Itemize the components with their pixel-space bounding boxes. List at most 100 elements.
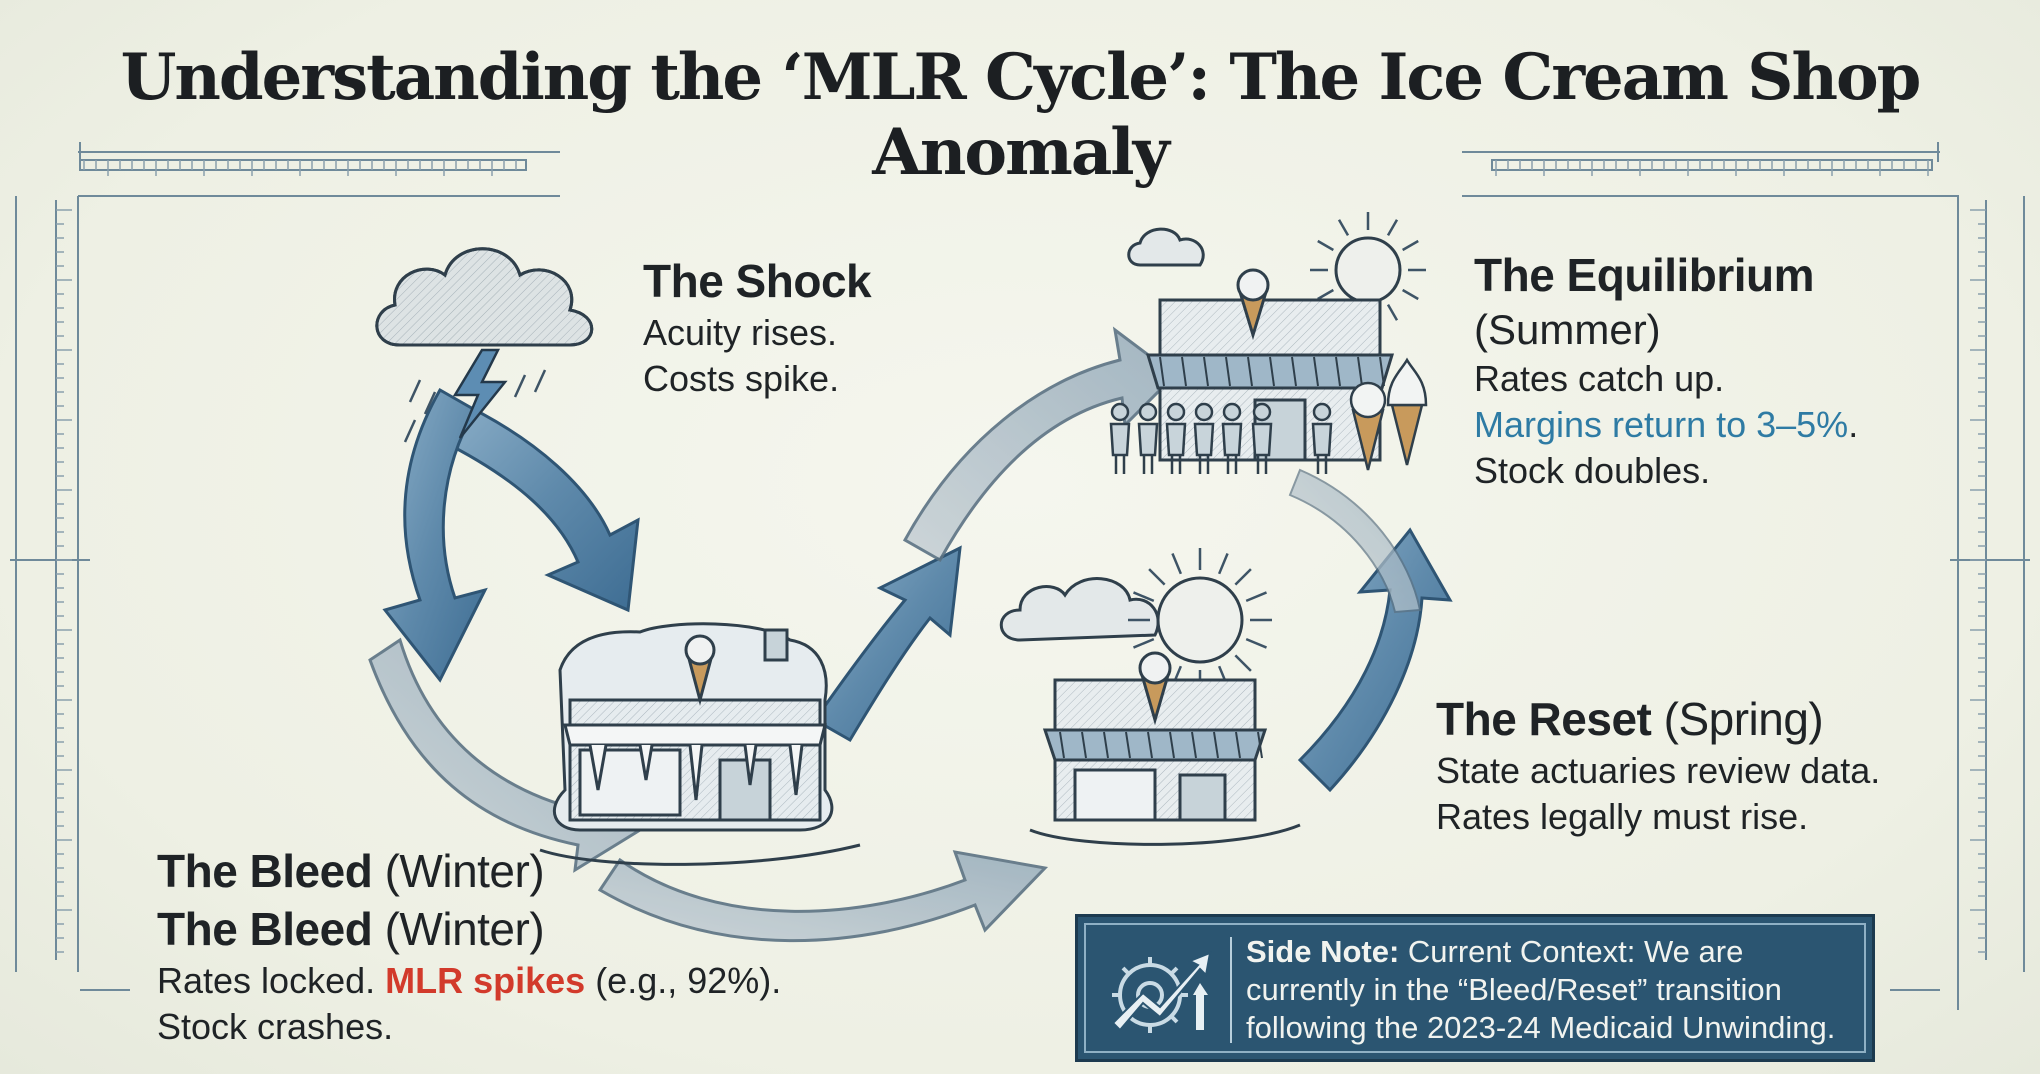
spring-shop-icon — [999, 548, 1301, 846]
side-note-body: Current Context: We are currently in the… — [1246, 934, 1836, 1045]
shock-arrow — [438, 397, 640, 613]
sun-ray — [1317, 288, 1334, 301]
sun-ray — [1245, 637, 1267, 649]
sun-ray — [1386, 219, 1399, 236]
side-note-box: Side Note: Current Context: We are curre… — [1075, 914, 1875, 1062]
sun-ray — [1133, 637, 1155, 649]
bleed-heading-row: The Bleed (Winter) — [157, 842, 781, 900]
reset-line-1: State actuaries review data. — [1436, 750, 1881, 791]
bleed-season: (Winter) — [384, 845, 545, 897]
person — [1193, 402, 1215, 474]
summer-shop-icon — [1127, 212, 1426, 462]
sun-ray — [1133, 591, 1155, 603]
sun-ray — [1217, 553, 1229, 575]
recovery-arrow — [812, 545, 962, 743]
shock-text: The Shock Acuity rises. Costs spike. — [643, 252, 872, 402]
awning-stripe — [1213, 731, 1219, 759]
sun-ray — [1402, 288, 1419, 301]
equilibrium-line-2-end: . — [1848, 404, 1859, 445]
bleed-season-repeat: (Winter) — [384, 903, 545, 955]
ice-cream-cone-icon — [1349, 357, 1428, 471]
sun-ray — [1171, 553, 1183, 575]
reset-transition-arrow — [597, 850, 1049, 943]
awning-stripe — [1235, 731, 1241, 759]
mlr-spikes-highlight: MLR spikes — [385, 960, 586, 1001]
bleed-heading-repeat: The Bleed — [157, 903, 373, 955]
awning-stripe — [1357, 356, 1363, 387]
awning-stripe — [1247, 356, 1253, 387]
sun-ray — [1337, 219, 1350, 236]
summer-transition-arrow — [902, 326, 1178, 563]
gear-growth-arrow-icon — [1111, 951, 1212, 1033]
return-arrow — [1288, 468, 1422, 614]
person — [1251, 402, 1273, 474]
reset-heading: The Reset — [1436, 693, 1652, 745]
people-queue-icon — [1109, 402, 1333, 474]
sun-ray — [1245, 591, 1267, 603]
bleed-line-2: Stock crashes. — [157, 1006, 394, 1047]
reset-text: The Reset (Spring) State actuaries revie… — [1436, 690, 1880, 840]
awning-stripe — [1125, 731, 1131, 759]
awning-stripe — [1191, 731, 1197, 759]
reset-line-2: Rates legally must rise. — [1436, 796, 1809, 837]
awning-stripe — [1291, 356, 1297, 387]
side-note-label: Side Note: — [1246, 934, 1400, 969]
person — [1165, 402, 1187, 474]
person — [1109, 402, 1131, 474]
side-note-text: Side Note: Current Context: We are curre… — [1246, 933, 1856, 1047]
shock-line-1: Acuity rises. — [643, 312, 838, 353]
awning-stripe — [1181, 356, 1187, 387]
awning-stripe — [1225, 356, 1231, 387]
sun-ray — [1234, 568, 1252, 586]
side-note-divider — [1230, 937, 1232, 1043]
side-note-inner-border — [1084, 923, 1866, 1053]
bleed-heading: The Bleed — [157, 845, 373, 897]
margins-highlight: Margins return to 3–5% — [1474, 404, 1849, 445]
equilibrium-line-1: Rates catch up. — [1474, 358, 1725, 399]
equilibrium-line-2: Margins return to 3–5%. — [1474, 402, 1858, 448]
spring-arrow — [1297, 527, 1453, 793]
equilibrium-line-3: Stock doubles. — [1474, 450, 1711, 491]
awning-stripe — [1059, 731, 1065, 759]
frozen-shop-icon — [539, 622, 861, 866]
bleed-line-1-end: (e.g., 92%). — [585, 960, 782, 1001]
awning-stripe — [1169, 731, 1175, 759]
winter-arrow — [382, 387, 488, 683]
reset-heading-row: The Reset (Spring) — [1436, 690, 1880, 748]
shock-line-2: Costs spike. — [643, 358, 840, 399]
awning-stripe — [1257, 731, 1263, 759]
bleed-text: The Bleed (Winter) The Bleed (Winter) Ra… — [157, 842, 781, 1050]
awning-stripe — [1379, 356, 1385, 387]
bleed-line-1-start: Rates locked. — [157, 960, 386, 1001]
shock-heading: The Shock — [643, 255, 872, 307]
sun-ray — [1317, 239, 1334, 252]
ruler-ticks — [56, 160, 1986, 953]
awning-stripe — [1159, 356, 1165, 387]
awning-stripe — [1203, 356, 1209, 387]
awning-stripe — [1269, 356, 1275, 387]
blueprint-frame — [10, 142, 2030, 1010]
storm-cloud-icon — [375, 247, 594, 347]
awning-stripe — [1103, 731, 1109, 759]
equilibrium-text: The Equilibrium (Summer) Rates catch up.… — [1474, 246, 1858, 494]
person — [1137, 402, 1159, 474]
sun-ray — [1386, 304, 1399, 321]
bleed-heading-row-repeat: The Bleed (Winter) — [157, 900, 781, 958]
sun-ray — [1234, 654, 1252, 672]
awning-stripe — [1147, 731, 1153, 759]
awning-stripe — [1335, 356, 1341, 387]
awning-stripe — [1313, 356, 1319, 387]
person — [1311, 402, 1333, 474]
sun-ray — [1402, 239, 1419, 252]
bleed-line-1: Rates locked. MLR spikes (e.g., 92%). — [157, 958, 781, 1004]
lightning-icon — [403, 348, 547, 443]
equilibrium-heading: The Equilibrium — [1474, 249, 1815, 301]
reset-season: (Spring) — [1663, 693, 1824, 745]
equilibrium-season: (Summer) — [1474, 306, 1661, 353]
person — [1221, 402, 1243, 474]
awning-stripe — [1081, 731, 1087, 759]
page-title: Understanding the ‘MLR Cycle’: The Ice C… — [120, 40, 1922, 190]
sun-ray — [1148, 568, 1166, 586]
